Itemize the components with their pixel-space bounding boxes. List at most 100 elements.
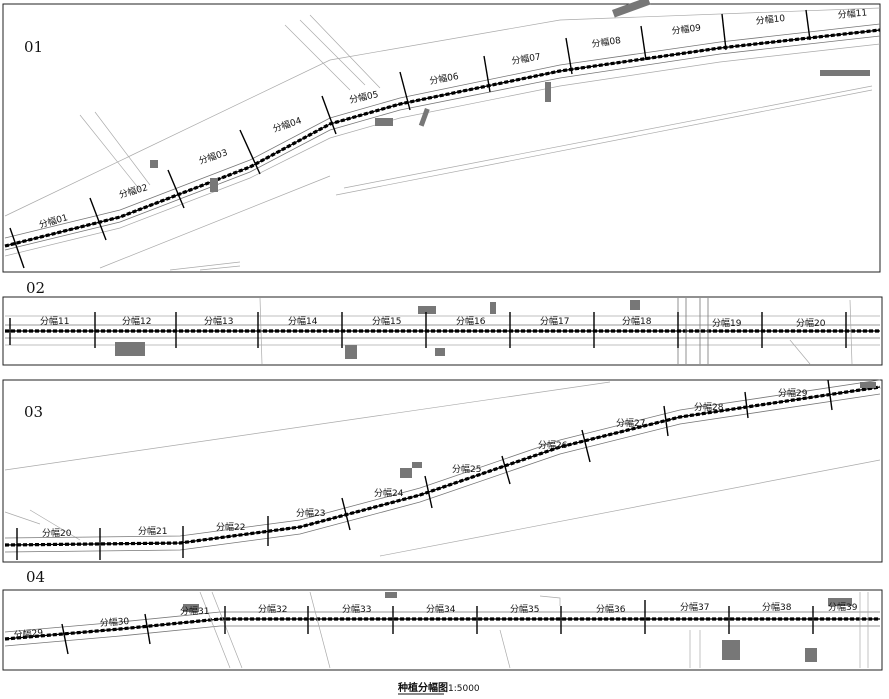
crossroad — [284, 14, 381, 91]
segment-label: 分幅38 — [762, 601, 792, 613]
sheet-cut-line — [721, 13, 727, 51]
road-line — [4, 509, 81, 541]
section-label-04: 04 — [26, 568, 45, 586]
segment-label: 分幅14 — [288, 315, 318, 327]
sheet-cut-line — [424, 475, 433, 509]
sheet-cut-line — [581, 429, 591, 463]
building — [860, 382, 876, 388]
segment-label: 分幅20 — [796, 317, 826, 329]
segment-label: 分幅30 — [99, 615, 129, 629]
segment-label: 分幅09 — [671, 21, 702, 37]
sheet-cut-line — [341, 497, 351, 531]
section-label-03: 03 — [24, 403, 43, 421]
segment-label: 分幅29 — [13, 626, 44, 641]
building — [828, 598, 852, 606]
road-line — [169, 261, 241, 271]
road-line — [309, 591, 561, 669]
segment-label: 分幅19 — [712, 317, 742, 329]
building — [418, 108, 430, 127]
building — [115, 342, 145, 356]
building — [183, 604, 199, 612]
segment-label: 分幅13 — [204, 315, 233, 327]
panel-frame-01 — [2, 3, 881, 273]
segment-label: 分幅02 — [118, 181, 150, 201]
segment-label: 分幅34 — [426, 603, 456, 615]
segment-label: 分幅11 — [40, 315, 69, 327]
building — [412, 462, 422, 468]
segment-label: 分幅22 — [216, 521, 245, 533]
crossroad — [259, 297, 853, 365]
segment-label: 分幅31 — [180, 605, 209, 617]
sheet-cut-line — [640, 25, 647, 61]
segment-label: 分幅20 — [42, 527, 72, 539]
segment-label: 分幅33 — [342, 603, 371, 615]
segment-label: 分幅01 — [38, 211, 70, 231]
planting-strip-centerline — [4, 29, 881, 247]
segment-label: 分幅15 — [372, 315, 401, 327]
sheet-cut-line — [663, 405, 669, 437]
building — [435, 348, 445, 356]
segment-label: 分幅11 — [837, 6, 867, 21]
map-panel-04: 分幅29 分幅30 分幅31 分幅32 分幅33 分幅34 分幅35 分幅36 … — [2, 589, 883, 671]
drawing-title: 种植分幅图 — [397, 681, 448, 694]
road-edge — [4, 35, 881, 251]
sheet-cut-line — [827, 379, 833, 411]
building — [722, 640, 740, 660]
segment-label: 分幅10 — [755, 12, 786, 27]
sheet-cut-line — [744, 391, 749, 419]
river-edge — [335, 89, 873, 196]
building — [375, 118, 393, 126]
segment-label: 分幅07 — [511, 51, 542, 67]
building — [805, 648, 817, 662]
building — [210, 178, 218, 192]
segment-label: 分幅17 — [540, 315, 569, 327]
building — [385, 592, 397, 598]
segment-label: 分幅28 — [694, 401, 724, 413]
building — [345, 345, 357, 359]
river-edge — [379, 459, 881, 557]
crossroad — [199, 591, 869, 669]
map-panel-01: 01 分幅01 分幅02 — [2, 0, 881, 273]
road-edge — [4, 393, 881, 553]
building — [400, 468, 412, 478]
map-panel-03: 03 分幅20 分幅21 分幅22 分幅23 分幅24 分幅25 分幅26 分幅… — [2, 379, 883, 563]
drawing-title-block: 种植分幅图 1:5000 — [397, 681, 480, 695]
sheet-cut-line — [144, 613, 151, 645]
building — [820, 70, 870, 76]
road-line — [4, 7, 881, 217]
building — [612, 0, 651, 18]
sheet-cut-line — [89, 197, 107, 241]
river-edge — [343, 85, 873, 189]
segment-label: 分幅05 — [348, 88, 379, 106]
sheet-cut-line — [321, 95, 337, 135]
segment-label: 分幅18 — [622, 315, 652, 327]
sheet-cut-line — [167, 169, 185, 209]
segment-label: 分幅24 — [374, 487, 404, 499]
sheet-cut-line — [565, 37, 573, 75]
river-edge — [4, 381, 611, 471]
building — [490, 302, 496, 314]
segment-label: 分幅26 — [538, 439, 568, 451]
road-line — [99, 175, 331, 269]
planting-strip — [4, 28, 881, 248]
building — [630, 300, 640, 310]
segment-label: 分幅37 — [680, 601, 709, 613]
building — [545, 82, 551, 102]
planting-strip — [4, 385, 881, 547]
sheet-cut-line — [61, 623, 69, 655]
segment-label: 分幅39 — [828, 601, 858, 613]
road-edge — [4, 43, 881, 257]
segment-label: 分幅03 — [197, 146, 229, 167]
sheet-cut-line — [501, 455, 511, 485]
segment-label: 分幅06 — [428, 70, 459, 87]
map-panel-02: 分幅11 分幅12 分幅13 分幅14 分幅15 分幅16 分幅17 分幅18 … — [2, 296, 883, 366]
segment-label: 分幅16 — [456, 315, 486, 327]
drawing-scale: 1:5000 — [448, 684, 480, 694]
building — [418, 306, 436, 314]
segment-label: 分幅12 — [122, 315, 151, 327]
segment-label: 分幅08 — [591, 34, 622, 50]
road-edge — [4, 611, 880, 633]
road-edge — [4, 379, 881, 539]
segment-label: 分幅23 — [296, 507, 325, 519]
